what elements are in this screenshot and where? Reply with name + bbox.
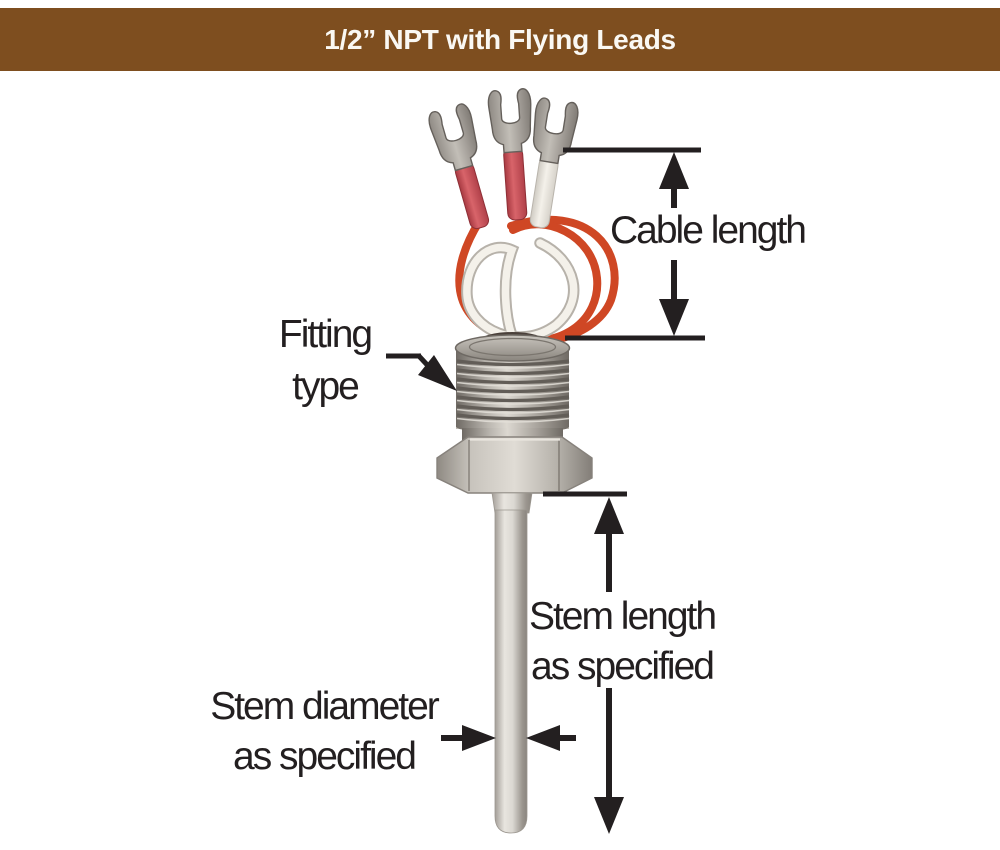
stem-diameter-line2: as specified <box>233 735 417 778</box>
red-wire-inner <box>455 218 602 345</box>
header-banner: 1/2” NPT with Flying Leads <box>0 8 1000 71</box>
fitting-type-line1: Fitting <box>278 313 373 356</box>
cable-length-text: Cable length <box>610 209 807 252</box>
stem-diameter-label: Stem diameter as specified <box>203 682 445 782</box>
stem-neck <box>491 492 533 514</box>
npt-fitting <box>436 332 593 514</box>
hex-nut <box>436 436 593 494</box>
stem-diameter-dimension <box>441 725 576 751</box>
fork-terminals <box>428 88 579 230</box>
npt-threads <box>456 359 570 423</box>
fork-terminal-middle <box>487 88 532 221</box>
probe-stem <box>494 509 528 834</box>
header-title: 1/2” NPT with Flying Leads <box>324 23 676 55</box>
fork-terminal-right <box>529 97 579 229</box>
cable-length-dimension <box>563 147 705 341</box>
fitting-type-leader-arrow <box>386 353 457 391</box>
stem-length-line2: as specified <box>531 645 715 688</box>
stem-length-line1: Stem length <box>528 595 717 638</box>
fitting-type-label: Fitting type <box>243 309 407 413</box>
stem-length-label: Stem length as specified <box>523 592 721 692</box>
stem-length-dimension <box>543 491 627 834</box>
stem-diameter-line1: Stem diameter <box>210 685 440 728</box>
fork-terminal-left <box>428 103 490 230</box>
cable-length-label: Cable length <box>610 209 807 253</box>
fitting-type-line2: type <box>292 365 360 408</box>
lead-wires <box>455 216 619 347</box>
white-wire <box>463 239 578 341</box>
